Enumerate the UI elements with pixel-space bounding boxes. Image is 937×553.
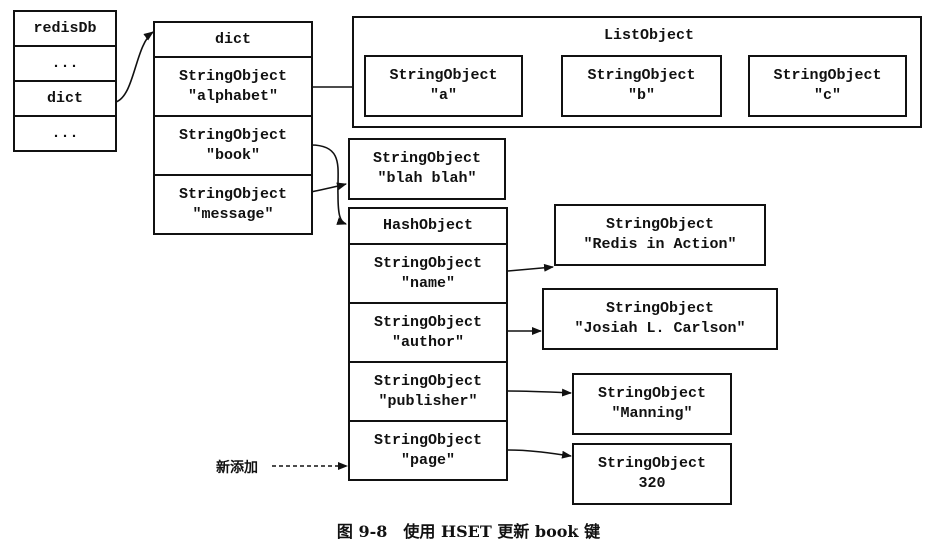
list-item-c: StringObject"c" — [748, 55, 907, 117]
hash-field-name: StringObject"name" — [348, 243, 508, 304]
dict-entry-book: StringObject"book" — [153, 115, 313, 176]
message-value: StringObject"blah blah" — [348, 138, 506, 200]
arrow-message-to-blah — [310, 182, 347, 193]
figure-caption: 图 9-8 使用 HSET 更新 book 键 — [336, 522, 601, 541]
dict-entry-message: StringObject"message" — [153, 174, 313, 235]
list-object-title: ListObject — [604, 27, 695, 44]
arrow-book-to-hash — [310, 144, 347, 225]
hash-value-publisher: StringObject"Manning" — [572, 373, 732, 435]
new-added-label: 新添加 — [216, 460, 258, 476]
arrow-name-to-value — [507, 263, 554, 272]
redisdb-cell-ellipsis: ... — [13, 45, 117, 82]
list-item-b: StringObject"b" — [561, 55, 722, 117]
hash-field-publisher: StringObject"publisher" — [348, 361, 508, 422]
hash-header: HashObject — [348, 207, 508, 245]
dict-header: dict — [153, 21, 313, 58]
hash-field-page: StringObject"page" — [348, 420, 508, 481]
dict-entry-alphabet: StringObject"alphabet" — [153, 56, 313, 117]
list-item-a: StringObject"a" — [364, 55, 523, 117]
arrow-publisher-to-value — [507, 388, 572, 397]
arrow-redisdb-to-dict — [115, 31, 154, 103]
redisdb-cell-ellipsis: ... — [13, 115, 117, 152]
hash-value-author: StringObject"Josiah L. Carlson" — [542, 288, 778, 350]
arrow-page-to-value — [507, 449, 572, 459]
hash-field-author: StringObject"author" — [348, 302, 508, 363]
redisdb-header: redisDb — [13, 10, 117, 47]
redisdb-cell-dict: dict — [13, 80, 117, 117]
hash-value-name: StringObject"Redis in Action" — [554, 204, 766, 266]
